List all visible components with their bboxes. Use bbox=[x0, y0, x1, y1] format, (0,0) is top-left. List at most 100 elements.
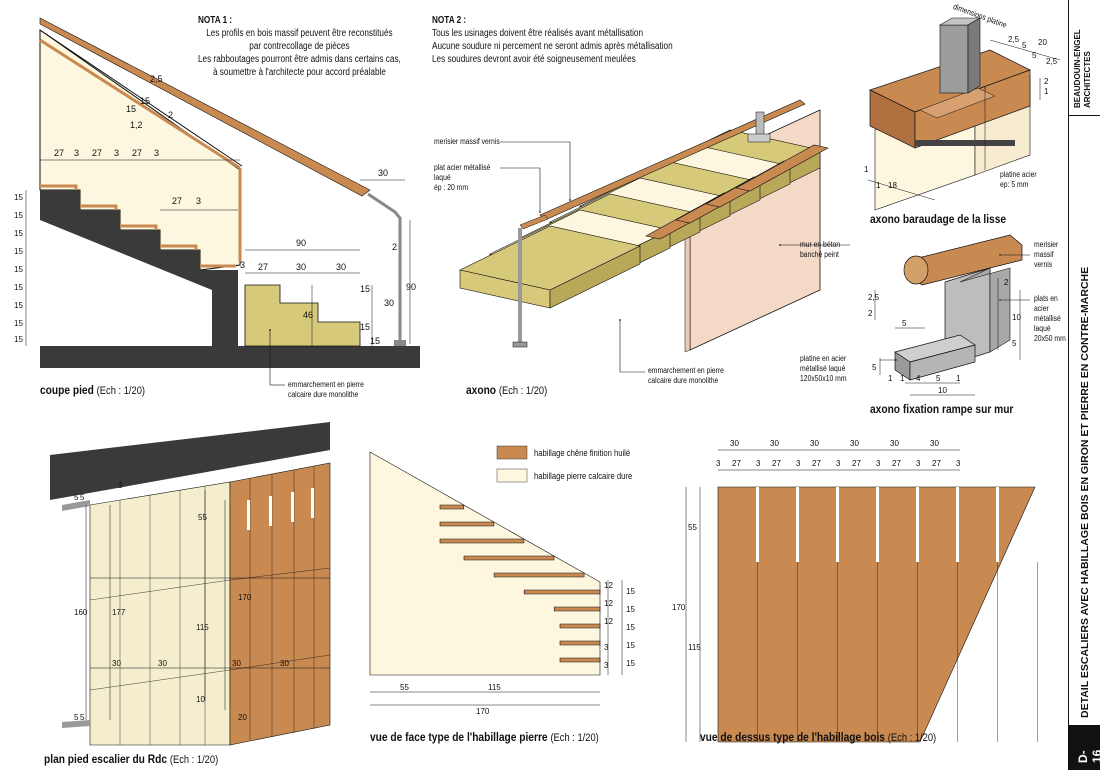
coupe-dim: 15 bbox=[360, 322, 370, 332]
coupe-dim: 3 bbox=[196, 196, 201, 206]
face-wood-strip bbox=[463, 555, 555, 561]
note-line: métallisé bbox=[1034, 314, 1061, 323]
nota-2-line: Aucune soudure ni percement ne seront ad… bbox=[432, 41, 673, 52]
coupe-dim: 15 bbox=[14, 193, 23, 202]
coupe-dim: 90 bbox=[406, 282, 416, 292]
coupe-dim: 30 bbox=[336, 262, 346, 272]
fixation-dim: 1 bbox=[900, 374, 905, 383]
coupe-dim: 2,5 bbox=[150, 74, 163, 84]
note-merisier-fix: merisier massif vernis bbox=[1034, 240, 1058, 270]
drawing-canvas: 27 3 27 3 27 3 27 3 30 90 3 27 30 30 46 … bbox=[14, 17, 1061, 746]
caption-coupe-name: coupe pied bbox=[40, 383, 94, 397]
fixation-dim: 2 bbox=[868, 309, 873, 318]
sheet-number: D-16 bbox=[1076, 749, 1100, 763]
nota-1-line: Les profils en bois massif peuvent être … bbox=[206, 28, 393, 39]
face-wood-strips bbox=[439, 504, 601, 663]
face-wood-strip bbox=[559, 657, 601, 663]
dessus-slot bbox=[836, 487, 839, 562]
baraudage-dim: 1 bbox=[876, 181, 881, 190]
nota-2: NOTA 2 : Tous les usinages doivent être … bbox=[432, 14, 673, 66]
coupe-dim: 27 bbox=[132, 148, 142, 158]
coupe-dim: 27 bbox=[172, 196, 182, 206]
coupe-dim: 3 bbox=[154, 148, 159, 158]
legend-text: habillage pierre calcaire dure bbox=[534, 471, 633, 481]
nota-2-title: NOTA 2 : bbox=[432, 15, 467, 26]
plan-dim: 30 bbox=[232, 659, 241, 668]
face-dim: 55 bbox=[400, 683, 409, 692]
dessus-dim: 55 bbox=[688, 523, 697, 532]
note-merisier-axono: merisier massif vernis bbox=[434, 137, 500, 147]
legend-label-pierre: habillage pierre calcaire dure bbox=[534, 471, 632, 481]
note-line: emmarchement en pierre bbox=[648, 366, 724, 375]
legend-swatch-pierre bbox=[496, 468, 528, 483]
note-platine-fix: platine en acier métallisé laqué 120x50x… bbox=[800, 354, 846, 384]
note-line: merisier massif vernis bbox=[434, 137, 500, 146]
nota-1-line: par contrecollage de pièces bbox=[249, 41, 350, 52]
caption-fixation-name: axono fixation rampe sur mur bbox=[870, 402, 1014, 416]
coupe-dim: 15 bbox=[14, 319, 23, 328]
note-line: calcaire dure monolithe bbox=[648, 376, 719, 385]
legend-text: habillage chêne finition huilé bbox=[534, 448, 631, 458]
dessus-dim: 27 bbox=[892, 459, 901, 468]
dessus-dim: 3 bbox=[756, 459, 761, 468]
coupe-dim: 2 bbox=[392, 242, 397, 252]
nota-2-line: Les soudures devront avoir été soigneuse… bbox=[432, 54, 636, 65]
fixation-drawing: 2 2,5 5 2 10 5 5 1 4 5 1 10 1 bbox=[868, 234, 1030, 396]
caption-axono-scale: (Ech : 1/20) bbox=[498, 385, 548, 397]
note-line: merisier bbox=[1034, 240, 1059, 249]
dessus-dim: 30 bbox=[890, 439, 899, 448]
plan-wood-cladding bbox=[229, 462, 331, 746]
coupe-dim: 3 bbox=[114, 148, 119, 158]
plan-dim: 5 bbox=[80, 713, 85, 722]
coupe-concrete-stair bbox=[40, 190, 238, 348]
plan-dim: 3 bbox=[118, 481, 123, 490]
axono-drawing bbox=[459, 99, 829, 353]
plan-dim: 20 bbox=[238, 713, 247, 722]
note-line: calcaire dure monolithe bbox=[288, 390, 359, 399]
dessus-dim: 27 bbox=[732, 459, 741, 468]
face-dim: 115 bbox=[488, 683, 501, 692]
axono-steps bbox=[459, 129, 829, 309]
baraudage-dim: 1 bbox=[864, 165, 869, 174]
plan-dim: 30 bbox=[158, 659, 167, 668]
sheet-title: DETAIL ESCALIERS AVEC HABILLAGE BOIS EN … bbox=[1079, 266, 1091, 718]
fixation-dim: 1 bbox=[956, 374, 961, 383]
dessus-dim: 30 bbox=[730, 439, 739, 448]
caption-axono: axono (Ech : 1/20) bbox=[466, 383, 547, 397]
note-line: ep: 5 mm bbox=[1000, 180, 1029, 189]
note-line: mur en béton bbox=[800, 240, 841, 249]
dessus-slot bbox=[876, 487, 879, 562]
coupe-dim: 1,2 bbox=[130, 120, 143, 130]
coupe-dim: 15 bbox=[140, 96, 150, 106]
face-dim: 170 bbox=[476, 707, 490, 716]
dessus-slot bbox=[756, 487, 759, 562]
plan-dim: 10 bbox=[196, 695, 205, 704]
dessus-slot bbox=[796, 487, 799, 562]
plan-dim: 5 bbox=[74, 713, 79, 722]
coupe-dim: 3 bbox=[240, 260, 245, 270]
face-dim: 12 bbox=[604, 617, 613, 626]
plan-dim: 5 bbox=[74, 493, 79, 502]
coupe-dim: 15 bbox=[126, 104, 136, 114]
caption-face: vue de face type de l'habillage pierre (… bbox=[370, 730, 599, 744]
nota-1-line: Les rabboutages pourront être admis dans… bbox=[198, 54, 401, 65]
dessus-dim: 30 bbox=[930, 439, 939, 448]
coupe-pied-drawing: 27 3 27 3 27 3 27 3 30 90 3 27 30 30 46 … bbox=[14, 17, 420, 386]
note-line: acier bbox=[1034, 304, 1049, 313]
coupe-dim: 15 bbox=[14, 283, 23, 292]
dessus-slot bbox=[956, 487, 959, 562]
note-line: massif bbox=[1034, 250, 1054, 259]
note-line: banché peint bbox=[800, 250, 839, 259]
fixation-dim: 10 bbox=[938, 386, 947, 395]
coupe-dim: 2 bbox=[168, 110, 173, 120]
caption-dessus-name: vue de dessus type de l'habillage bois bbox=[700, 730, 885, 744]
caption-face-name: vue de face type de l'habillage pierre bbox=[370, 730, 548, 744]
note-line: plats en bbox=[1034, 294, 1058, 303]
note-line: platine acier bbox=[1000, 170, 1037, 179]
face-wood-strip bbox=[559, 640, 601, 646]
firm-name: BEAUDOUIN-ENGEL ARCHITECTES bbox=[1073, 29, 1093, 108]
coupe-stone-step bbox=[244, 284, 361, 347]
face-stone-cladding bbox=[369, 451, 601, 676]
coupe-dim: 15 bbox=[14, 211, 23, 220]
note-line: laqué bbox=[434, 173, 451, 182]
